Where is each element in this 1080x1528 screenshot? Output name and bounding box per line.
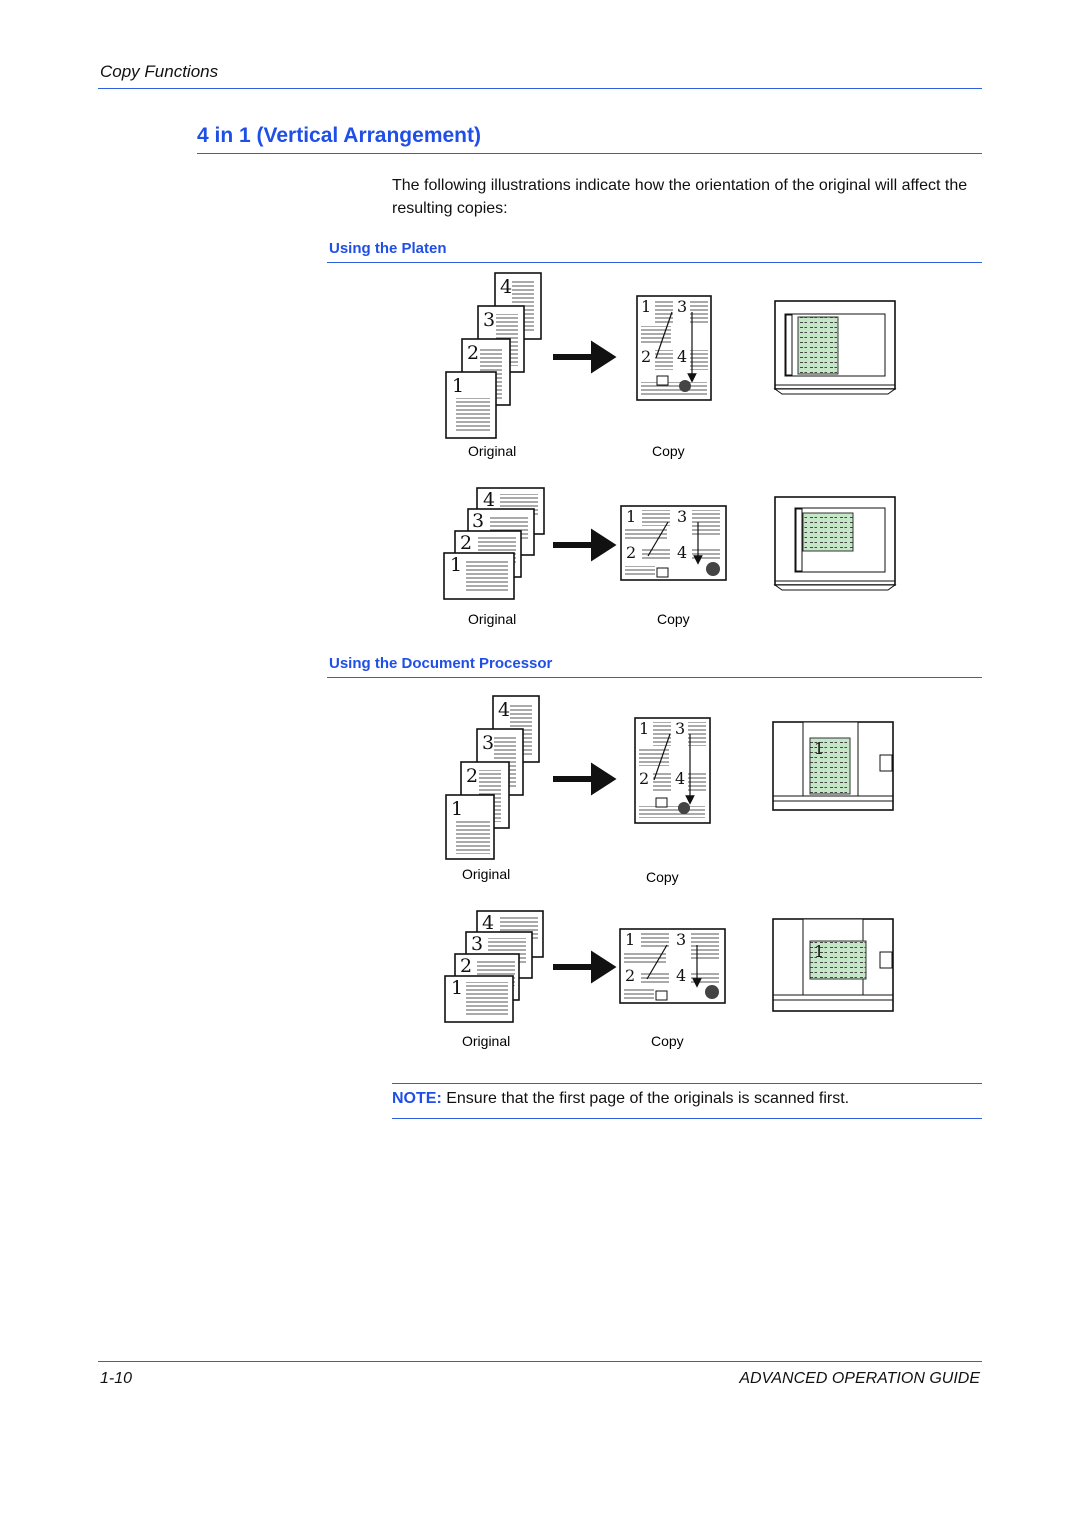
document-processor-icon-2 <box>772 918 894 1012</box>
svg-text:1: 1 <box>814 942 824 961</box>
document-processor-icon-1 <box>772 721 894 811</box>
platen-glass-icon-2 <box>773 496 897 591</box>
svg-text:4: 4 <box>677 543 687 562</box>
running-header: Copy Functions <box>100 62 219 81</box>
arrow-right-icon <box>553 950 617 984</box>
svg-text:3: 3 <box>676 930 686 949</box>
svg-text:3: 3 <box>675 719 685 738</box>
copy-number-1: 1 <box>641 297 651 316</box>
originals-stack-portrait-2 <box>445 695 540 860</box>
note-rule-top <box>392 1083 982 1084</box>
page-number-3: 3 <box>483 309 495 331</box>
svg-text:2: 2 <box>460 955 472 977</box>
footer-rule <box>98 1361 982 1362</box>
caption-original-3: Original <box>462 866 510 882</box>
svg-text:3: 3 <box>482 732 494 754</box>
copy-result-landscape-2 <box>619 928 726 1004</box>
section-rule-document-processor <box>327 677 982 678</box>
caption-original-2: Original <box>468 611 516 627</box>
svg-text:3: 3 <box>471 933 483 955</box>
page-title: 4 in 1 (Vertical Arrangement) <box>197 124 481 147</box>
svg-text:2: 2 <box>639 769 649 788</box>
copy-number-3: 3 <box>677 297 687 316</box>
copy-result-portrait-2 <box>634 717 711 824</box>
platen-glass-icon-1 <box>773 300 897 395</box>
svg-text:1: 1 <box>451 798 463 820</box>
svg-text:2: 2 <box>466 765 478 787</box>
svg-text:4: 4 <box>482 912 494 934</box>
svg-text:1: 1 <box>639 719 649 738</box>
svg-text:3: 3 <box>677 507 687 526</box>
page-number-1: 1 <box>452 375 464 397</box>
svg-text:3: 3 <box>472 510 484 532</box>
copy-result-portrait-1 <box>636 295 712 401</box>
svg-text:2: 2 <box>626 543 636 562</box>
page-number: 1-10 <box>100 1370 133 1387</box>
svg-text:4: 4 <box>676 966 686 985</box>
svg-text:1: 1 <box>814 739 824 758</box>
guide-title: ADVANCED OPERATION GUIDE <box>739 1370 980 1387</box>
section-title-platen: Using the Platen <box>329 240 447 257</box>
arrow-right-icon <box>553 340 617 374</box>
svg-text:1: 1 <box>450 554 462 576</box>
note-rule-bottom <box>392 1118 982 1119</box>
caption-copy-4: Copy <box>651 1033 684 1049</box>
originals-stack-landscape-1 <box>443 487 545 600</box>
caption-copy-3: Copy <box>646 869 679 885</box>
copy-result-landscape-1 <box>620 505 727 581</box>
caption-copy-1: Copy <box>652 443 685 459</box>
caption-copy-2: Copy <box>657 611 690 627</box>
svg-text:4: 4 <box>498 699 510 721</box>
copy-number-2: 2 <box>641 347 651 366</box>
page-number-2: 2 <box>467 342 479 364</box>
svg-text:2: 2 <box>625 966 635 985</box>
caption-original-1: Original <box>468 443 516 459</box>
note-text: Ensure that the first page of the origin… <box>441 1090 850 1107</box>
svg-text:1: 1 <box>451 977 463 999</box>
section-title-document-processor: Using the Document Processor <box>329 655 553 672</box>
arrow-right-icon <box>553 528 617 562</box>
originals-stack-portrait-1 <box>445 272 542 439</box>
page-number-4-landscape-1: 4 <box>483 489 495 511</box>
title-rule <box>197 153 982 154</box>
svg-text:2: 2 <box>460 532 472 554</box>
note: NOTE: Ensure that the first page of the … <box>392 1090 849 1108</box>
svg-text:4: 4 <box>675 769 685 788</box>
section-rule-platen <box>327 262 982 263</box>
svg-text:1: 1 <box>626 507 636 526</box>
originals-stack-landscape-2 <box>444 910 544 1023</box>
note-label: NOTE: <box>392 1090 442 1107</box>
intro-paragraph: The following illustrations indicate how… <box>392 177 968 217</box>
svg-text:1: 1 <box>625 930 635 949</box>
header-rule <box>98 88 982 89</box>
arrow-right-icon <box>553 762 617 796</box>
page-number-4: 4 <box>500 276 512 298</box>
copy-number-4: 4 <box>677 347 687 366</box>
caption-original-4: Original <box>462 1033 510 1049</box>
